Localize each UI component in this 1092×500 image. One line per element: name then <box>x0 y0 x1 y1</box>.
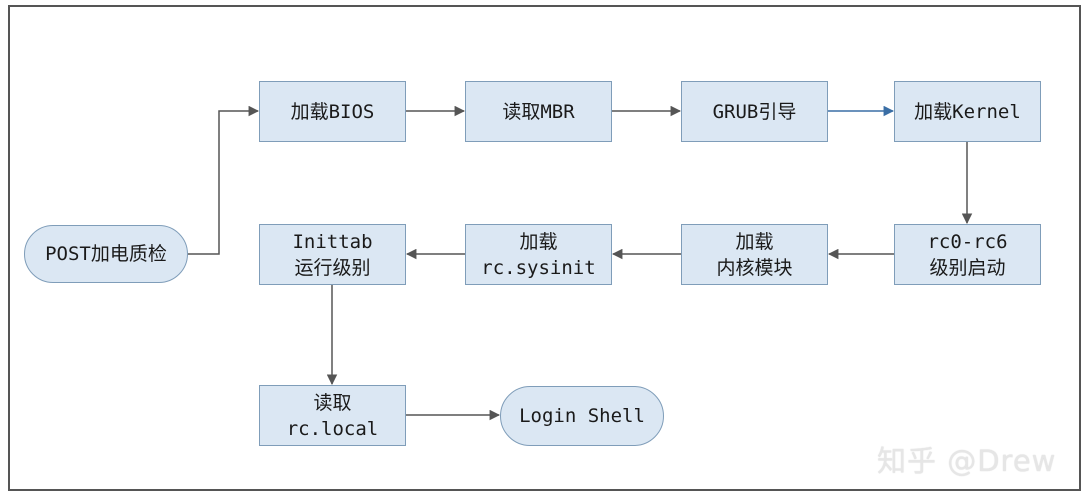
node-sysinit: 加载 rc.sysinit <box>465 224 612 285</box>
node-label-line: 读取 <box>313 391 352 414</box>
node-label-line: Inittab <box>292 230 373 253</box>
edge-post-to-load-bios <box>188 105 260 255</box>
node-post-check: POST加电质检 <box>24 225 188 283</box>
node-kernel-modules: 加载 内核模块 <box>681 224 828 285</box>
node-label-line: 加载BIOS <box>290 100 375 123</box>
node-rc-local: 读取 rc.local <box>259 385 406 446</box>
node-label-line: 读取MBR <box>502 100 575 123</box>
node-label-line: rc0-rc6 <box>927 230 1008 253</box>
node-label-line: 内核模块 <box>716 256 793 279</box>
node-label-line: 加载 <box>519 230 558 253</box>
node-label-line: 加载 <box>735 230 774 253</box>
node-login-shell: Login Shell <box>500 386 664 446</box>
node-grub: GRUB引导 <box>681 81 828 142</box>
node-label-line: rc.local <box>286 417 379 440</box>
node-read-mbr: 读取MBR <box>465 81 612 142</box>
node-label-line: rc.sysinit <box>481 256 596 279</box>
node-label-line: GRUB引导 <box>712 100 797 123</box>
node-label-line: POST加电质检 <box>45 243 167 265</box>
node-inittab: Inittab 运行级别 <box>259 224 406 285</box>
node-load-kernel: 加载Kernel <box>894 81 1041 142</box>
node-rc-levels: rc0-rc6 级别启动 <box>894 224 1041 285</box>
node-load-bios: 加载BIOS <box>259 81 406 142</box>
node-label-line: Login Shell <box>519 405 645 427</box>
node-label-line: 加载Kernel <box>914 100 1021 123</box>
node-label-line: 运行级别 <box>294 256 371 279</box>
watermark: 知乎 @Drew <box>877 444 1057 478</box>
node-label-line: 级别启动 <box>929 256 1006 279</box>
